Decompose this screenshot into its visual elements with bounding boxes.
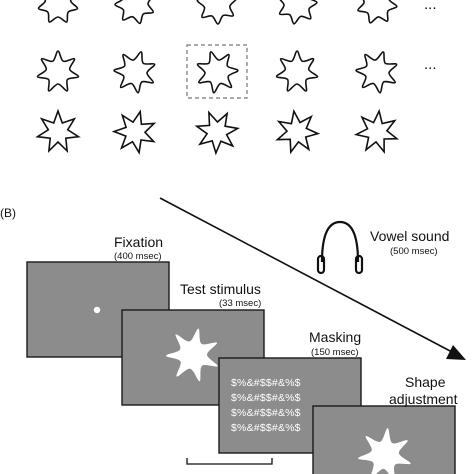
grid-shape xyxy=(113,51,156,94)
grid-shape xyxy=(355,51,398,94)
grid-shape xyxy=(196,0,237,25)
mask-line-1: $%&#$$#&%$ xyxy=(231,377,301,389)
shape-adjustment-title-line1: Shape xyxy=(405,374,446,390)
mask-line-2: $%&#$$#&%$ xyxy=(231,392,301,404)
mask-line-3: $%&#$$#&%$ xyxy=(231,407,301,419)
adjustment-shape xyxy=(358,428,411,474)
masking-duration: (150 msec) xyxy=(311,347,359,358)
test-stimulus-duration: (33 msec) xyxy=(219,298,262,309)
grid-shape xyxy=(196,51,239,94)
bracket xyxy=(186,458,273,465)
vowel-sound-title: Vowel sound xyxy=(370,228,450,244)
masking-title: Masking xyxy=(309,329,362,345)
shape-grid xyxy=(35,0,400,156)
grid-shape xyxy=(353,108,400,155)
test-stimulus-shape xyxy=(166,328,218,382)
test-stimulus-title: Test stimulus xyxy=(180,281,261,297)
grid-shape xyxy=(275,108,321,155)
grid-shape xyxy=(36,50,80,92)
mask-line-4: $%&#$$#&%$ xyxy=(231,422,301,434)
timeline-arrow-line xyxy=(159,197,453,353)
grid-shape xyxy=(275,50,319,92)
fixation-duration: (400 msec) xyxy=(114,251,162,262)
grid-shape xyxy=(357,0,398,24)
grid-ellipsis-row1: ... xyxy=(424,0,437,13)
vowel-sound-duration: (500 msec) xyxy=(390,246,438,257)
grid-shape xyxy=(114,0,155,25)
headphones-icon xyxy=(316,220,364,275)
timeline-arrow-head xyxy=(446,345,466,360)
grid-ellipsis-row2: ... xyxy=(424,56,437,73)
panel-b-label: (B) xyxy=(0,206,16,220)
grid-shape xyxy=(37,0,79,23)
shape-adjustment-title-line2: adjustment xyxy=(389,391,458,407)
fixation-dot xyxy=(93,306,101,314)
selected-shape-highlight xyxy=(186,44,248,99)
grid-shape xyxy=(111,109,157,155)
grid-shape xyxy=(194,110,241,156)
fixation-title: Fixation xyxy=(114,234,164,250)
grid-shape xyxy=(35,108,81,154)
grid-shape xyxy=(278,0,318,25)
